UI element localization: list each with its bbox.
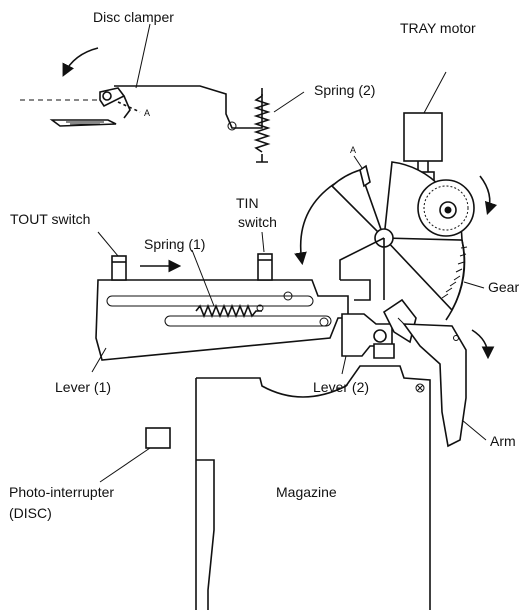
photo-interrupter-disc xyxy=(99,427,171,483)
label-lever-1: Lever (1) xyxy=(55,379,111,395)
label-tin-switch-line2: switch xyxy=(238,214,277,230)
label-spring-2: Spring (2) xyxy=(314,82,375,98)
marker-a-clamper: A xyxy=(144,108,150,118)
label-photo-interrupter-line1: Photo-interrupter xyxy=(9,484,114,500)
label-magazine: Magazine xyxy=(276,484,337,500)
label-gear: Gear xyxy=(488,279,519,295)
label-tin-switch-line1: TIN xyxy=(236,195,259,211)
label-disc-clamper: Disc clamper xyxy=(93,9,174,25)
label-tout-switch: TOUT switch xyxy=(10,211,90,227)
spring-2 xyxy=(253,88,305,163)
gear-sector xyxy=(294,155,498,321)
magazine xyxy=(195,365,431,610)
disc-clamper-assembly xyxy=(20,23,263,131)
label-arm: Arm xyxy=(490,433,516,449)
label-photo-interrupter-line2: (DISC) xyxy=(9,505,52,521)
lever-2-arm-assembly xyxy=(341,298,495,448)
marker-a-sector: A xyxy=(350,145,356,155)
label-spring-1: Spring (1) xyxy=(144,236,205,252)
label-tray-motor: TRAY motor xyxy=(400,20,476,36)
label-lever-2: Lever (2) xyxy=(313,379,369,395)
lever-1-assembly xyxy=(91,231,349,373)
